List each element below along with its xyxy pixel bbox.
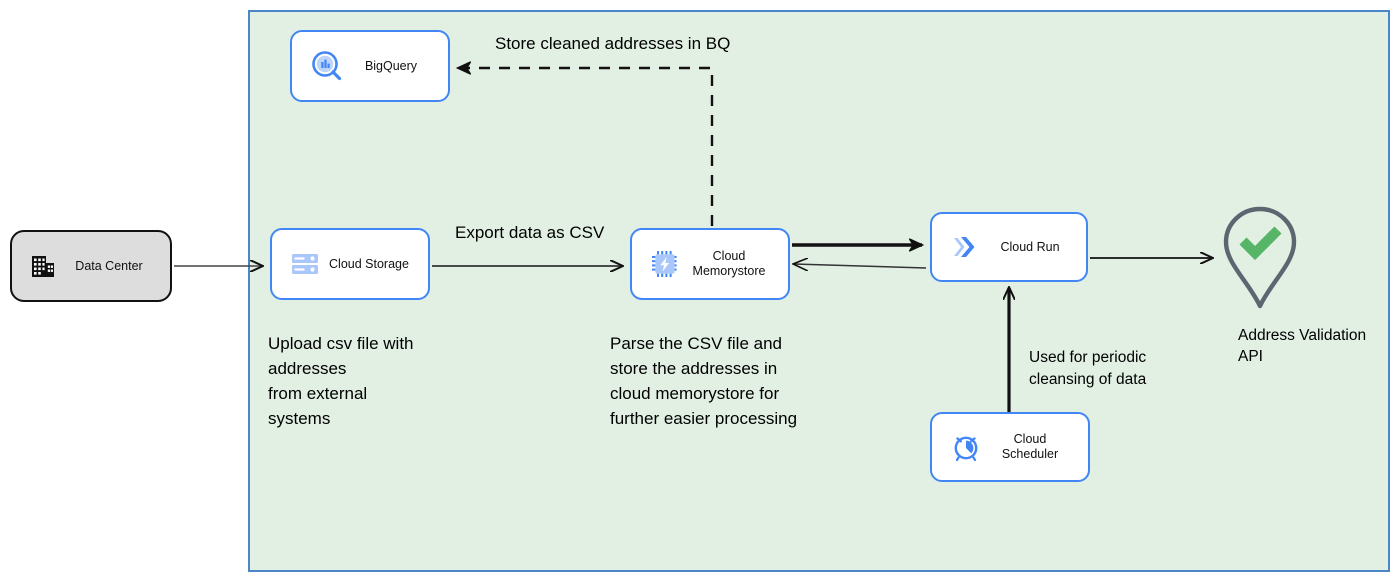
building-icon (28, 251, 58, 281)
note-upload-csv: Upload csv file with addresses from exte… (268, 334, 414, 428)
node-label-bigquery: BigQuery (364, 58, 418, 73)
node-cloud-memorystore[interactable]: Cloud Memorystore (630, 228, 790, 300)
node-label-cloud-scheduler: Cloud Scheduler (1001, 432, 1059, 461)
memorystore-chip-icon (650, 249, 680, 279)
note-periodic-cleansing: Used for periodic cleansing of data (1029, 349, 1147, 388)
note-parse-csv: Parse the CSV file and store the address… (610, 334, 798, 428)
node-label-data-center: Data Center (75, 259, 143, 273)
node-data-center[interactable]: Data Center (10, 230, 172, 302)
edge-cloudrun-to-memorystore (794, 264, 927, 268)
google-cloud-zone-container (248, 10, 1390, 572)
cloud-scheduler-clock-icon (950, 431, 982, 463)
edge-label-store-in-bq: Store cleaned addresses in BQ (495, 34, 731, 53)
bigquery-icon (310, 49, 344, 83)
node-label-cloud-run: Cloud Run (1000, 239, 1060, 254)
node-label-address-validation-api: Address Validation API (1238, 327, 1367, 365)
node-bigquery[interactable]: BigQuery (290, 30, 450, 102)
map-pin-check-icon (1223, 206, 1297, 309)
node-cloud-scheduler[interactable]: Cloud Scheduler (930, 412, 1090, 482)
cloud-run-icon (950, 232, 984, 262)
node-cloud-storage[interactable]: Cloud Storage (270, 228, 430, 300)
edge-cloudrun-to-bigquery-dashed (458, 68, 714, 226)
node-cloud-run[interactable]: Cloud Run (930, 212, 1088, 282)
edge-label-export-csv: Export data as CSV (455, 223, 605, 242)
node-label-cloud-storage: Cloud Storage (329, 256, 409, 271)
cloud-storage-icon (290, 249, 320, 279)
node-label-cloud-memorystore: Cloud Memorystore (692, 249, 766, 278)
node-address-validation-api[interactable] (1218, 205, 1302, 311)
